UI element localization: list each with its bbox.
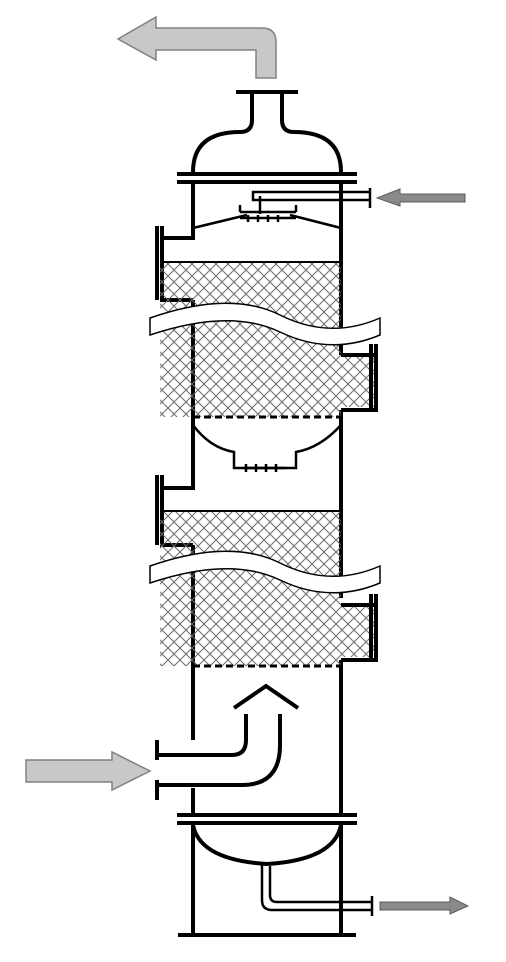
side-nozzle-upper-right <box>341 344 378 412</box>
redistributor <box>191 424 342 472</box>
feed-inlet-arrow <box>25 750 152 792</box>
liquid-distributor-upper <box>192 188 372 230</box>
bottom-head <box>191 824 343 867</box>
feed-inlet-pipe <box>155 714 282 800</box>
break-line-lower <box>149 550 381 594</box>
vapor-deflector <box>232 683 300 710</box>
column-skirt <box>178 823 356 937</box>
vapor-outlet-arrow-shape <box>116 15 277 79</box>
bottom-flange <box>177 813 357 825</box>
top-nozzle <box>236 90 298 134</box>
bottoms-outlet-pipe <box>260 864 374 916</box>
top-flange <box>177 172 357 184</box>
break-line-upper <box>149 302 381 346</box>
side-nozzle-lower-right <box>341 594 378 662</box>
bottoms-outlet-arrow <box>379 896 470 915</box>
liquid-inlet-arrow <box>375 188 466 207</box>
top-head <box>191 130 343 173</box>
